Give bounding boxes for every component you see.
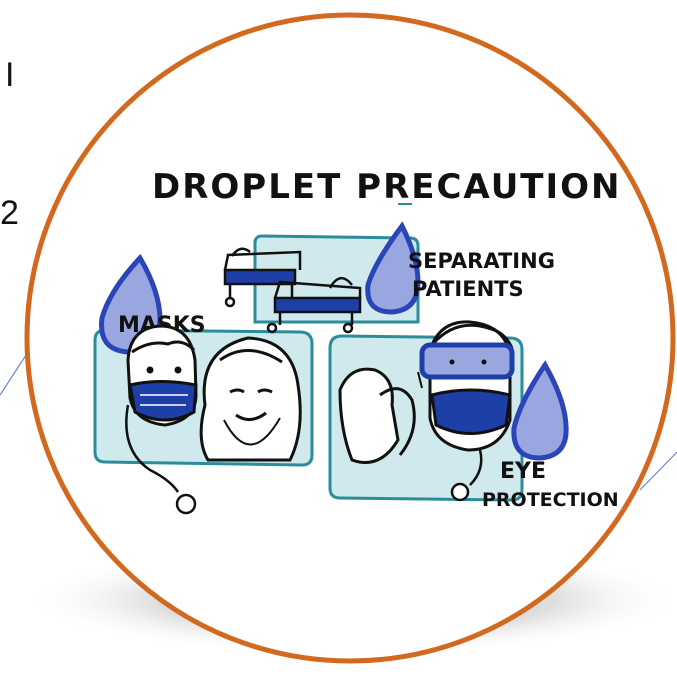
slide-text-fragment: 2 (0, 194, 19, 232)
person-icon (199, 336, 302, 462)
stethoscope-icon (125, 404, 197, 515)
mask-icon (430, 388, 512, 435)
slide-text-fragment: I (5, 56, 15, 94)
illustration-title: DROPLET PRECAUTION (152, 167, 622, 207)
label-eye: EYE (500, 459, 546, 484)
person-icon (338, 367, 441, 464)
label-protection: PROTECTION (482, 489, 619, 511)
droplet-icon (511, 360, 569, 461)
hospital-bed-icon (223, 247, 302, 308)
hospital-bed-icon (266, 277, 362, 334)
label-patients: PATIENTS (412, 277, 524, 301)
goggles-icon (419, 342, 515, 380)
person-mask-icon (126, 324, 198, 427)
label-separating: SEPARATING (408, 249, 555, 273)
stethoscope-icon (450, 449, 483, 502)
droplet-icon (365, 221, 421, 315)
decorative-line (639, 451, 677, 491)
